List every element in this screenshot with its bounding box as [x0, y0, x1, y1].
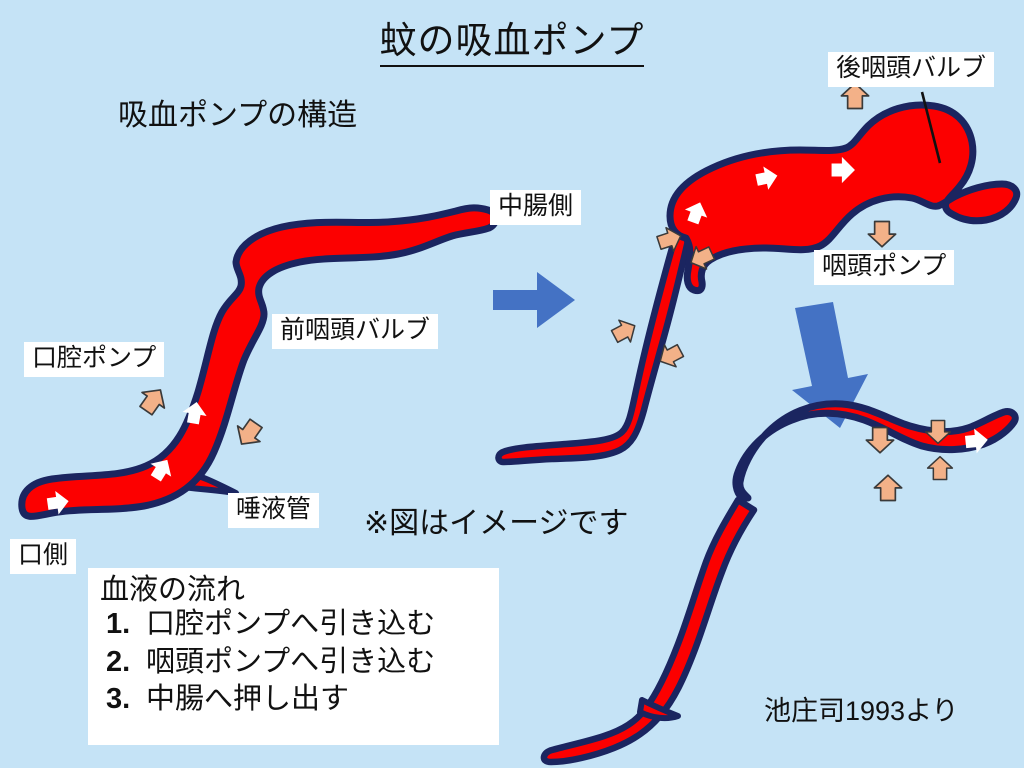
- blood-flow-title: 血液の流れ: [100, 574, 246, 606]
- muscle-arrow-right-1: [229, 414, 269, 453]
- blood-flow-box: 血液の流れ 口腔ポンプへ引き込む 咽頭ポンプへ引き込む 中腸へ押し出す: [88, 568, 499, 745]
- label-pharyngeal-pump: 咽頭ポンプ: [814, 250, 955, 285]
- label-salivary-duct: 唾液管: [228, 493, 320, 528]
- muscle-arrow-stage2-left-c: [608, 314, 642, 349]
- label-mouth-side: 口側: [10, 539, 77, 574]
- label-oral-pump: 口腔ポンプ: [24, 342, 165, 377]
- blood-flow-steps: 口腔ポンプへ引き込む 咽頭ポンプへ引き込む 中腸へ押し出す: [100, 606, 499, 717]
- leader-line-postpharyngeal-valve: [920, 91, 942, 164]
- foot-hook-stage-3: [637, 697, 681, 722]
- arrow-stage1-to-stage2: [493, 272, 575, 328]
- source-credit: 池庄司1993より: [764, 696, 959, 726]
- lower-tube-stage-2: [495, 224, 694, 466]
- pump-tube-stage-3: [732, 400, 1019, 502]
- image-disclaimer-note: ※図はイメージです: [364, 507, 629, 540]
- muscle-arrow-stage2-bottom: [867, 220, 897, 248]
- figure-stage-2: [495, 82, 1021, 466]
- page-title-text: 蚊の吸血ポンプ: [379, 20, 645, 67]
- label-prepharyngeal-valve: 前咽頭バルブ: [272, 314, 439, 349]
- page-title: 蚊の吸血ポンプ: [0, 20, 1024, 67]
- blood-flow-step: 口腔ポンプへ引き込む: [146, 608, 436, 641]
- muscle-arrow-left-1: [133, 381, 173, 420]
- arrow-stage2-to-stage3: [792, 302, 868, 428]
- subtitle: 吸血ポンプの構造: [118, 99, 358, 132]
- blood-flow-step: 咽頭ポンプへ引き込む: [146, 645, 436, 678]
- figure-stage-3: [540, 400, 1019, 766]
- muscle-arrow-stage2-top: [840, 82, 870, 110]
- label-postpharyngeal-valve: 後咽頭バルブ: [828, 52, 995, 87]
- blood-flow-step: 中腸へ押し出す: [146, 682, 350, 715]
- label-midgut-side: 中腸側: [490, 190, 582, 225]
- muscle-arrow-stage3-bot-b: [926, 455, 954, 481]
- muscle-arrow-stage3-bot-a: [873, 474, 903, 502]
